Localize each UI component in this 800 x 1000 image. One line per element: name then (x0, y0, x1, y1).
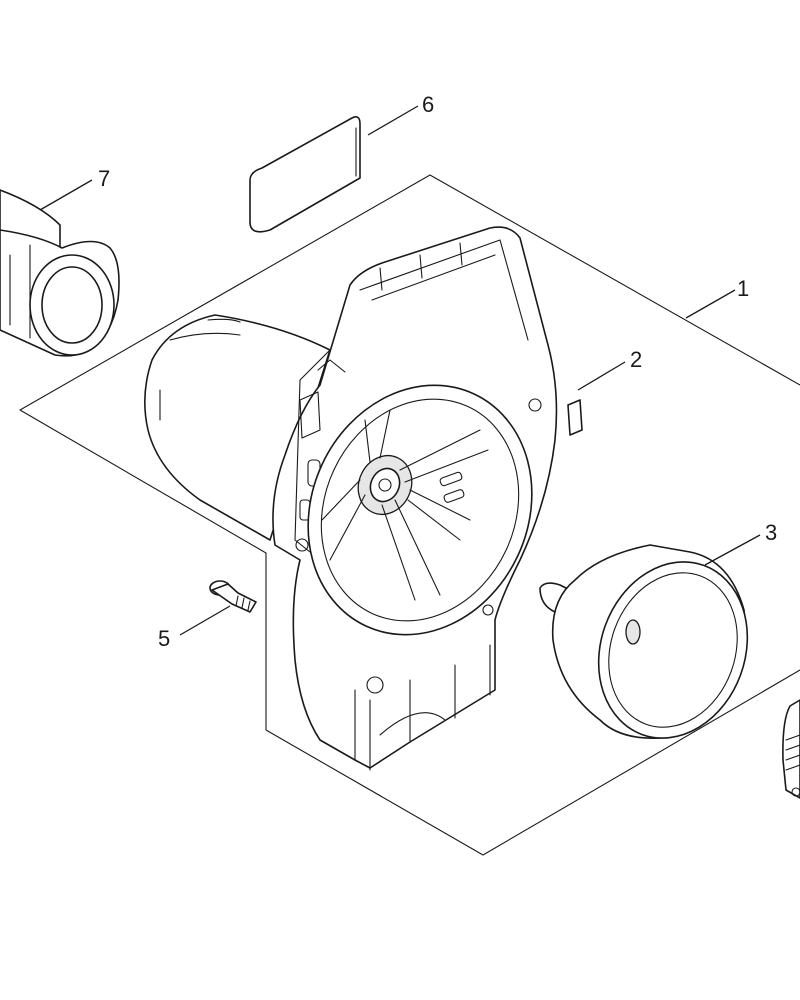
part-3-drum (539, 544, 749, 739)
part-5-screw (209, 580, 257, 613)
leader-lines (39, 105, 761, 636)
partial-spring-part (782, 699, 800, 799)
callout-1: 1 (737, 276, 749, 301)
impeller-opening (307, 384, 533, 636)
callout-6: 6 (422, 92, 434, 117)
part-2-tab (567, 399, 583, 436)
callout-7: 7 (98, 166, 110, 191)
part-6-label-plate (249, 116, 361, 233)
assembly-outline (19, 174, 800, 856)
callout-5: 5 (158, 626, 170, 651)
callout-3: 3 (765, 520, 777, 545)
callout-2: 2 (630, 347, 642, 372)
part-7-coupling (0, 189, 120, 357)
